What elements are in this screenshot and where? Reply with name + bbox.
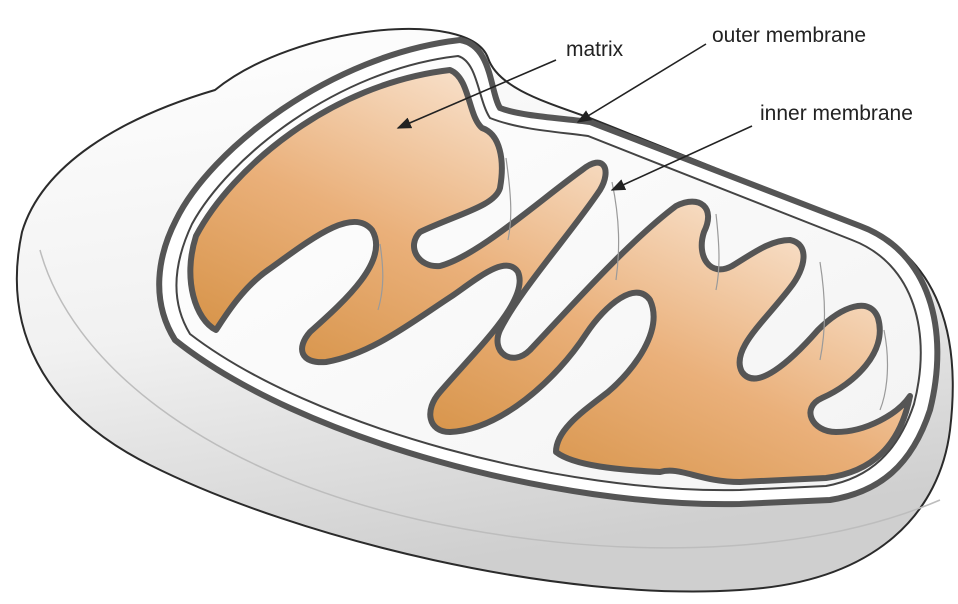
inner-membrane-label: inner membrane bbox=[760, 102, 913, 125]
matrix-label: matrix bbox=[566, 38, 624, 61]
outer-membrane-label: outer membrane bbox=[712, 24, 866, 47]
